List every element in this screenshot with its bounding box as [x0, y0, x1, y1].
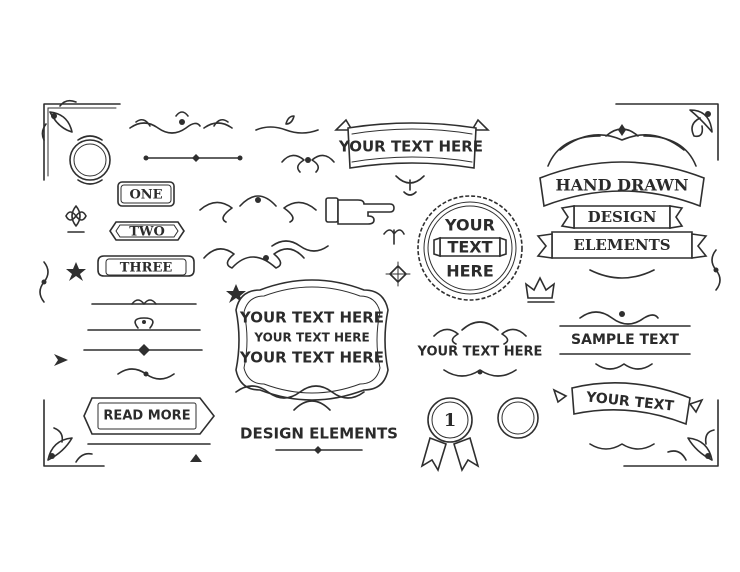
flourish-divider-3	[117, 368, 175, 380]
sample-text: SAMPLE TEXT	[571, 332, 679, 348]
ornate-frame: YOUR TEXT HERE YOUR TEXT HERE YOUR TEXT …	[235, 279, 389, 401]
hand-drawn-emblem: HAND DRAWN DESIGN ELEMENTS	[536, 124, 708, 279]
hand-drawn-text: HAND DRAWN	[556, 176, 689, 195]
elements-text: ELEMENTS	[573, 236, 670, 254]
sample-text-block: SAMPLE TEXT	[559, 325, 691, 370]
diamond-ornament	[385, 261, 411, 287]
corner-ornament-bottom-left	[43, 399, 105, 467]
line-divider-1	[143, 154, 243, 162]
design-elements-text: DESIGN ELEMENTS	[240, 425, 398, 443]
plaque-two-text: TWO	[129, 225, 165, 240]
design-elements-title: DESIGN ELEMENTS	[235, 385, 398, 454]
frame-line2-text: YOUR TEXT HERE	[253, 331, 369, 345]
frame-line3-text: YOUR TEXT HERE	[239, 349, 384, 367]
scroll-flourish-1	[199, 195, 317, 223]
frame-line1-text: YOUR TEXT HERE	[239, 309, 384, 327]
plaque-two: TWO	[109, 221, 185, 241]
flourish-under-banner	[395, 175, 425, 196]
ribbon-banner-top: YOUR TEXT HERE	[334, 118, 490, 169]
design-text: DESIGN	[588, 208, 657, 226]
seal-badge: YOUR TEXT HERE	[417, 195, 523, 301]
flourish-divider-1	[129, 111, 233, 134]
side-flourish-left	[39, 261, 49, 303]
corner-ornament-bottom-right	[623, 399, 719, 467]
number-badge: 1	[420, 397, 480, 472]
pointing-hand-icon	[325, 197, 395, 225]
corner-ornament-top-left	[41, 99, 121, 181]
read-more-plaque: READ MORE	[83, 397, 216, 462]
line-divider-2	[91, 299, 197, 305]
read-more-text: READ MORE	[103, 409, 190, 424]
line-divider-4	[83, 344, 203, 356]
crown-icon	[524, 276, 556, 303]
flourish-swirl-1	[281, 154, 335, 173]
scroll-flourish-2	[203, 240, 329, 269]
flourish-divider-2	[255, 115, 319, 134]
plaque-three: THREE	[97, 255, 195, 277]
plaque-one-text: ONE	[129, 188, 162, 203]
ribbon-your-text: YOUR TEXT	[552, 382, 704, 450]
fleur-de-lis-icon	[65, 205, 87, 233]
arrow-head-icon	[54, 354, 68, 366]
mini-flourish-cross	[383, 229, 405, 245]
oval-frame	[69, 135, 111, 185]
banner-top-text: YOUR TEXT HERE	[338, 138, 483, 156]
mid-text: YOUR TEXT HERE	[417, 345, 543, 360]
side-flourish-right	[711, 249, 721, 291]
plaque-three-text: THREE	[120, 261, 173, 276]
corner-ornament-top-right	[615, 103, 719, 161]
badge-number-text: 1	[444, 410, 457, 431]
mid-text-block: YOUR TEXT HERE	[417, 321, 543, 377]
seal-your-text: YOUR	[444, 216, 495, 235]
star-icon-2	[226, 284, 246, 303]
star-icon	[66, 262, 86, 281]
line-divider-3	[87, 317, 201, 331]
flourish-divider-right	[579, 311, 659, 325]
seal-text-text: TEXT	[447, 238, 492, 257]
plaque-one: ONE	[117, 181, 175, 207]
seal-here-text: HERE	[446, 262, 494, 281]
round-frame	[497, 397, 539, 439]
